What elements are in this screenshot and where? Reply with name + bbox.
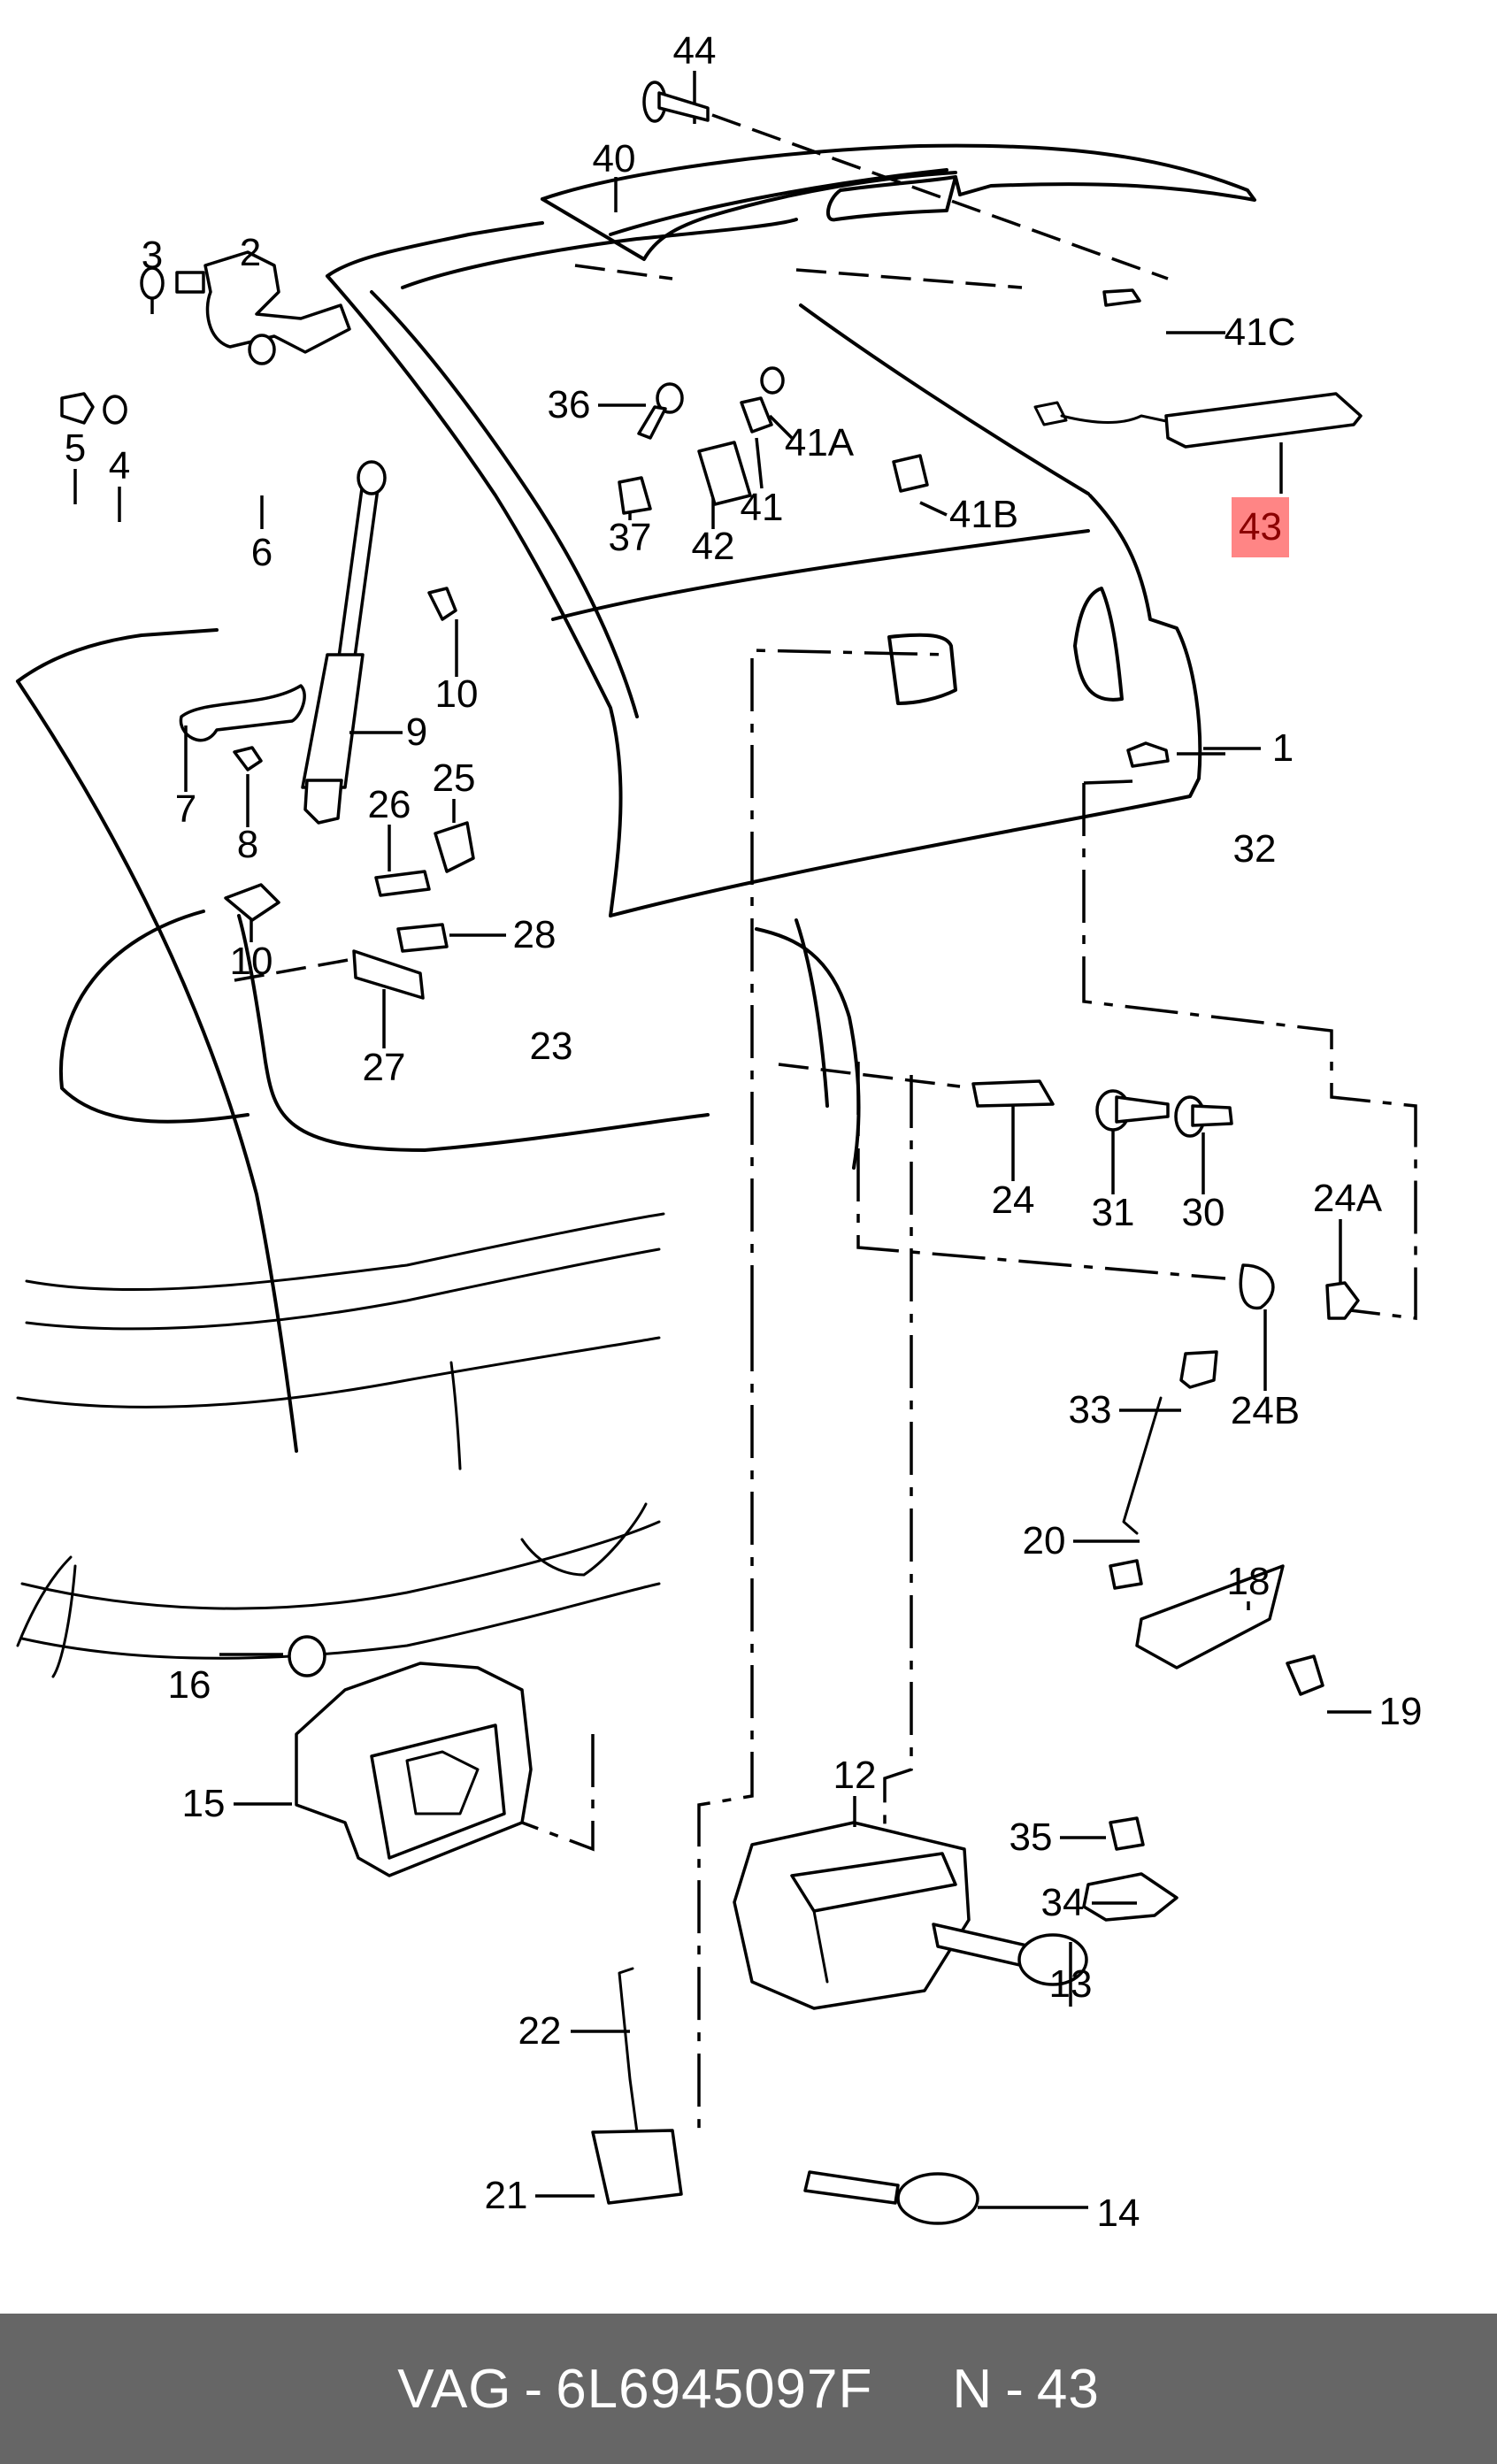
callout-8[interactable]: 8 [236,823,259,866]
callout-10[interactable]: 10 [434,672,479,716]
callout-15[interactable]: 15 [181,1782,226,1825]
callout-16[interactable]: 16 [167,1663,211,1707]
leader-lines-top [73,71,1283,529]
callout-21[interactable]: 21 [484,2174,528,2217]
rear-spoiler [541,143,1256,261]
callout-42[interactable]: 42 [691,525,735,568]
parts-25-28 [234,799,506,1048]
callout-19[interactable]: 19 [1378,1690,1423,1733]
tailgate-exploded-diagram [16,71,1417,2225]
page-number: 43 [1036,2358,1100,2420]
highlighted-part-43[interactable]: 43 [1232,497,1289,557]
parts-24-32 [971,741,1360,1391]
callout-18[interactable]: 18 [1226,1560,1271,1603]
car-body-outline [16,628,861,1678]
callout-25[interactable]: 25 [432,756,476,800]
callout-28[interactable]: 28 [512,913,557,956]
callout-10[interactable]: 10 [229,940,273,983]
part-9-gas-strut [301,460,403,825]
callout-22[interactable]: 22 [518,2009,562,2053]
callout-27[interactable]: 27 [362,1046,406,1089]
callout-37[interactable]: 37 [608,516,652,559]
footer-bar: VAG - 6L6945097F N - 43 [0,2314,1497,2464]
callout-5[interactable]: 5 [64,426,87,470]
callout-4[interactable]: 4 [108,444,131,487]
parts-12-13-14 [733,1796,1088,2225]
callout-24[interactable]: 24 [991,1178,1035,1222]
lock-assembly [1060,1350,1371,1922]
callout-26[interactable]: 26 [367,783,411,826]
callout-23[interactable]: 23 [529,1025,573,1068]
callout-44[interactable]: 44 [672,29,717,73]
part-number: 6L6945097F [556,2358,873,2420]
callout-12[interactable]: 12 [833,1754,877,1797]
callout-35[interactable]: 35 [1009,1815,1053,1859]
parts-15-16-21-22 [219,1635,683,2205]
brand-label: VAG [397,2358,512,2420]
dashed-routing-lines [521,779,1417,2137]
callout-30[interactable]: 30 [1181,1191,1225,1234]
callout-41a[interactable]: 41A [784,421,855,464]
callout-32[interactable]: 32 [1232,827,1277,871]
callout-7[interactable]: 7 [174,787,197,831]
part-43-brake-light [574,264,1363,449]
highlighted-part-label: 43 [1239,505,1282,549]
callout-9[interactable]: 9 [405,710,428,754]
callout-6[interactable]: 6 [250,531,273,574]
callout-14[interactable]: 14 [1096,2192,1140,2235]
page-label: N [952,2358,994,2420]
callout-34[interactable]: 34 [1040,1881,1085,1924]
callout-41b[interactable]: 41B [948,493,1019,536]
parts-36-42 [618,366,929,515]
part-44-bolt [642,81,1169,280]
brand-separator: - [524,2358,544,2420]
part-2-hinge [60,250,351,425]
callout-3[interactable]: 3 [141,234,164,277]
callout-40[interactable]: 40 [592,137,636,180]
page-separator: - [1005,2358,1025,2420]
callout-24a[interactable]: 24A [1312,1177,1383,1220]
parts-7-8-10 [179,587,458,942]
part-1-tailgate [326,218,1202,1318]
callout-2[interactable]: 2 [239,231,262,274]
callout-41[interactable]: 41 [740,486,784,529]
callout-41c[interactable]: 41C [1224,311,1296,354]
callout-36[interactable]: 36 [547,383,591,426]
callout-1[interactable]: 1 [1271,726,1294,770]
callout-20[interactable]: 20 [1022,1519,1066,1562]
callout-24b[interactable]: 24B [1230,1389,1301,1432]
callout-13[interactable]: 13 [1048,1962,1093,2006]
callout-33[interactable]: 33 [1068,1388,1112,1432]
callout-31[interactable]: 31 [1091,1191,1135,1234]
